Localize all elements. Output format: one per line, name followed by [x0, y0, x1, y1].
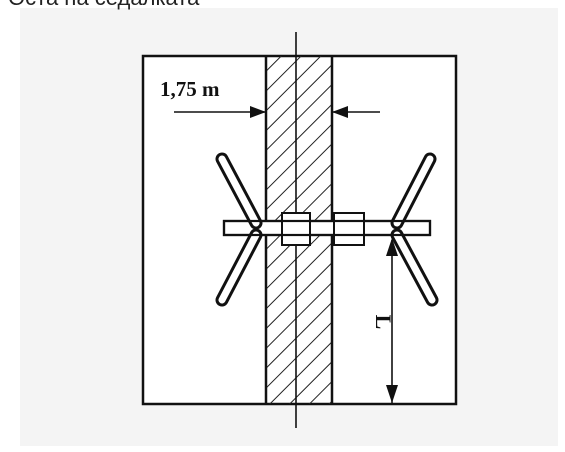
caption-fragment: Оста на седалката: [8, 0, 199, 9]
length-label: L: [371, 315, 396, 330]
length-arrow-bottom: [386, 385, 398, 403]
left-legs: [215, 152, 263, 307]
width-arrow-left: [250, 106, 266, 118]
right-legs: [390, 152, 439, 307]
seat-block-left: [281, 212, 311, 246]
seat-block-right: [333, 212, 365, 246]
width-label: 1,75 m: [160, 77, 220, 101]
length-dimension: [386, 238, 398, 403]
width-dimension: [174, 106, 380, 118]
length-arrow-top: [386, 238, 398, 256]
width-arrow-right: [332, 106, 348, 118]
